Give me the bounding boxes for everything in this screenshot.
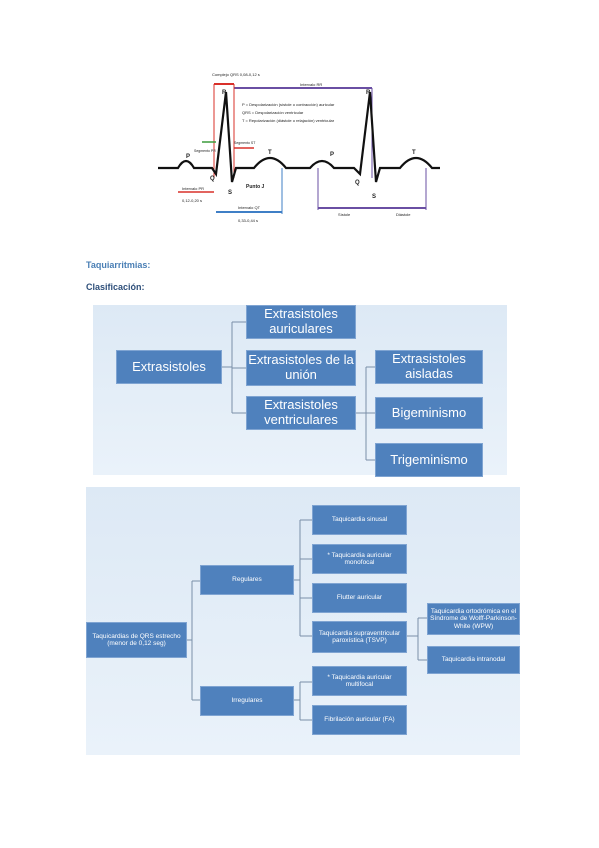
rr-interval-label: Intervalo RR xyxy=(300,82,322,87)
interval-qt-range: 0,33-0,44 s xyxy=(238,218,258,223)
wave-p-label: P xyxy=(186,154,190,160)
taquicardia-auricular-multifocal: * Taquicardia auricular multifocal xyxy=(312,666,407,696)
flutter-auricular: Flutter auricular xyxy=(312,583,407,613)
wave-q-label: Q xyxy=(210,176,215,182)
extrasistoles-ventriculares: Extrasistoles ventriculares xyxy=(246,396,356,430)
trigeminismo: Trigeminismo xyxy=(375,443,483,477)
irregulares: Irregulares xyxy=(200,686,294,716)
wave-s-label: S xyxy=(228,190,232,196)
ecg-diagram: Complejo QRS 0,08-0,12 s Intervalo RR P … xyxy=(158,72,440,223)
section-title: Taquiarritmias: xyxy=(86,260,151,270)
wave-t-label: T xyxy=(268,150,272,156)
extrasistoles-auriculares: Extrasistoles auriculares xyxy=(246,305,356,339)
interval-pr-range: 0,12-0,20 s xyxy=(182,198,202,203)
extrasistoles-root: Extrasistoles xyxy=(116,350,222,384)
wave-q2-label: Q xyxy=(355,180,360,186)
legend-qrs: QRS = Despolarización ventricular xyxy=(242,110,304,115)
legend-t: T = Repolarización (diástole o relajació… xyxy=(242,118,335,123)
taquicardia-ortodromica: Taquicardia ortodrómica en el Síndrome d… xyxy=(427,603,520,635)
wave-p2-label: P xyxy=(330,152,334,158)
segment-st-label: Segmento ST xyxy=(234,141,256,145)
punto-j-label: Punto J xyxy=(246,184,265,190)
extrasistoles-union: Extrasistoles de la unión xyxy=(246,350,356,386)
diastole-label: Diástole xyxy=(396,212,411,217)
wave-s2-label: S xyxy=(372,194,376,200)
qrs-complex-label: Complejo QRS 0,08-0,12 s xyxy=(212,72,260,77)
tsvp: Taquicardia supraventricular paroxística… xyxy=(312,621,407,653)
ecg-trace xyxy=(158,91,440,183)
fibrilacion-auricular: Fibrilación auricular (FA) xyxy=(312,705,407,735)
taquicardia-auricular-monofocal: * Taquicardia auricular monofocal xyxy=(312,544,407,574)
interval-pr-label: Intervalo PR xyxy=(182,186,204,191)
legend-p: P = Despolarización (sístole o contracci… xyxy=(242,102,335,107)
extrasistoles-aisladas: Extrasistoles aisladas xyxy=(375,350,483,384)
taquicardia-intranodal: Taquicardia intranodal xyxy=(427,646,520,674)
wave-r-label: R xyxy=(222,90,227,96)
section-subtitle: Clasificación: xyxy=(86,282,145,292)
wave-r2-label: R xyxy=(366,90,371,96)
bigeminismo: Bigeminismo xyxy=(375,397,483,429)
regulares: Regulares xyxy=(200,565,294,595)
interval-qt-label: Intervalo QT xyxy=(238,205,261,210)
taquicardias-root: Taquicardias de QRS estrecho (menor de 0… xyxy=(86,622,187,658)
sistole-label: Sístole xyxy=(338,212,351,217)
taquicardia-sinusal: Taquicardia sinusal xyxy=(312,505,407,535)
segment-pr-label: Segmento PR xyxy=(194,149,216,153)
wave-t2-label: T xyxy=(412,150,416,156)
